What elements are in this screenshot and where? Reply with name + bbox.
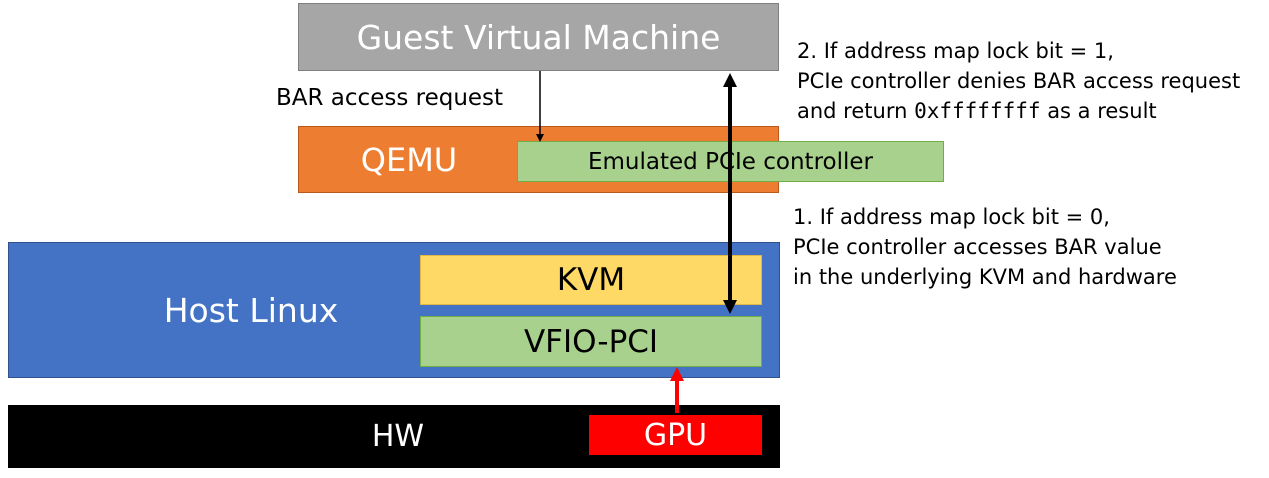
guest-vm-label: Guest Virtual Machine: [356, 17, 721, 57]
lock-bit-1-note: 2. If address map lock bit = 1, PCIe con…: [797, 36, 1240, 126]
lock-bit-1-note-line-3-suffix: as a result: [1040, 99, 1157, 123]
lock-bit-0-note-line-1: 1. If address map lock bit = 0,: [793, 205, 1110, 229]
lock-bit-1-note-line-3-prefix: and return: [797, 99, 915, 123]
lock-bit-1-note-line-1: 2. If address map lock bit = 1,: [797, 39, 1114, 63]
hw-label: HW: [371, 419, 425, 454]
lock-bit-0-note-line-3: in the underlying KVM and hardware: [793, 265, 1177, 289]
lock-bit-0-note: 1. If address map lock bit = 0, PCIe con…: [793, 202, 1177, 292]
host-linux-label: Host Linux: [163, 290, 339, 330]
lock-bit-1-note-line-2: PCIe controller denies BAR access reques…: [797, 69, 1241, 93]
guest-vm-box: Guest Virtual Machine: [298, 3, 779, 71]
lock-bit-1-note-line-3: and return 0xffffffff as a result: [797, 96, 1240, 126]
vfio-pci-label: VFIO-PCI: [523, 323, 659, 360]
vfio-pci-box: VFIO-PCI: [420, 316, 762, 367]
emulated-pcie-controller-label: Emulated PCIe controller: [588, 148, 873, 175]
qemu-label: QEMU: [360, 140, 458, 179]
gpu-box: GPU: [589, 415, 762, 455]
kvm-box: KVM: [420, 255, 762, 305]
kvm-label: KVM: [556, 262, 626, 298]
return-value-code: 0xffffffff: [914, 99, 1041, 123]
lock-bit-0-note-line-2: PCIe controller accesses BAR value: [793, 235, 1162, 259]
gpu-label: GPU: [643, 417, 708, 453]
bar-request-label: BAR access request: [276, 85, 504, 111]
emulated-pcie-controller-box: Emulated PCIe controller: [517, 141, 944, 182]
